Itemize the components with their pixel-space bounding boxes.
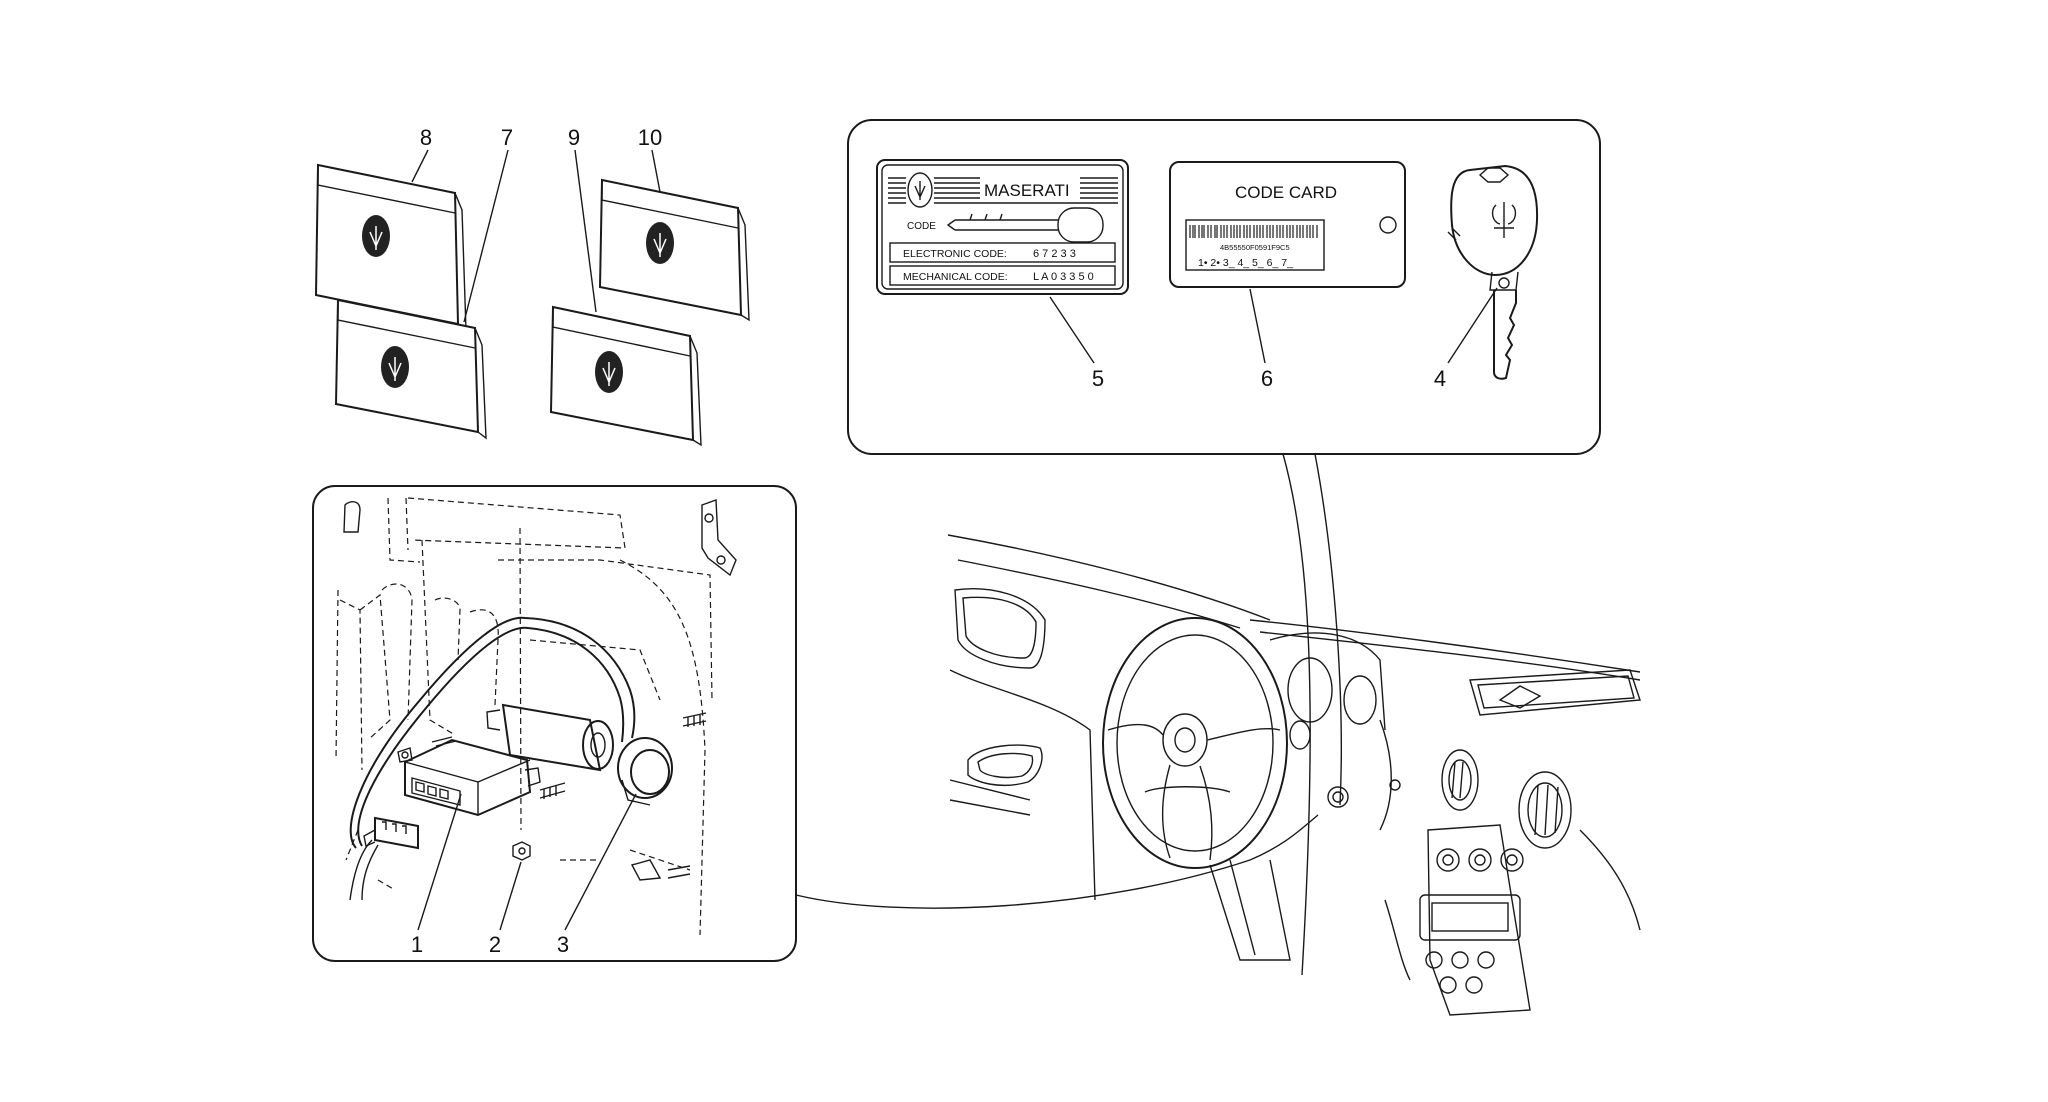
ignition-switch [1327, 786, 1349, 808]
key-pictogram-icon [1057, 207, 1104, 243]
ignition-key [1447, 164, 1539, 380]
barcode-text: 4B55550F0591F9C5 [1220, 243, 1290, 252]
mechanical-code-value: L A 0 3 3 5 0 [1033, 271, 1094, 283]
callout-8: 8 [420, 125, 432, 150]
callout-6: 6 [1261, 366, 1273, 391]
nut [512, 841, 531, 861]
callout-9: 9 [568, 125, 580, 150]
mechanical-code-label: MECHANICAL CODE: [903, 271, 1008, 283]
callout-5: 5 [1092, 366, 1104, 391]
card-hole [1379, 216, 1397, 234]
trident-logo-icon [907, 172, 933, 208]
callout-1: 1 [411, 932, 423, 957]
envelope-10 [598, 178, 750, 322]
immobilizer-control-unit [404, 738, 532, 817]
code-word: CODE [907, 221, 936, 232]
immobilizer-assembly [335, 497, 737, 936]
brand-name: MASERATI [984, 181, 1070, 200]
code-label-tag: MASERATI CODE ELECTRONIC CODE: 6 7 2 3 3… [876, 159, 1129, 295]
callout-2: 2 [489, 932, 501, 957]
code-slots: 1• 2• 3_ 4_ 5_ 6_ 7_ [1198, 257, 1293, 269]
electronic-code-label: ELECTRONIC CODE: [903, 248, 1007, 260]
envelope-9 [549, 305, 702, 447]
antenna-ring [617, 737, 673, 799]
immobilizer-detail-panel [312, 485, 797, 962]
envelope-7 [334, 298, 487, 440]
callout-4: 4 [1434, 366, 1446, 391]
code-card-title: CODE CARD [1235, 183, 1337, 202]
radio-unit [1419, 894, 1521, 941]
callout-10: 10 [638, 125, 662, 150]
code-card: CODE CARD 4B55550F0591F9C5 1• 2• 3_ 4 [1169, 161, 1406, 288]
keys-and-codes-panel [847, 119, 1601, 455]
callout-7: 7 [501, 125, 513, 150]
electronic-code-value: 6 7 2 3 3 [1033, 248, 1076, 260]
callout-3: 3 [557, 932, 569, 957]
steering-wheel [1102, 617, 1288, 869]
dashboard-view [947, 534, 1641, 1016]
